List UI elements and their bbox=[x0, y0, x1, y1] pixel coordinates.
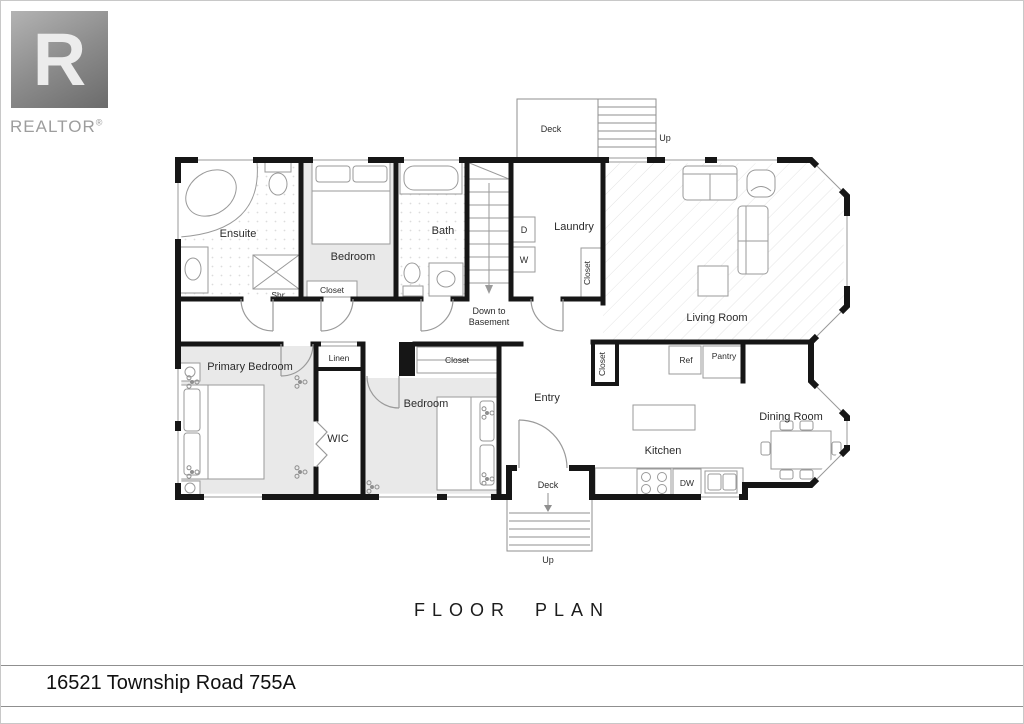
label-closet-laundry: Closet bbox=[582, 260, 592, 285]
bath-sink bbox=[428, 262, 464, 297]
bed-upper bbox=[311, 161, 391, 245]
label-ensuite: Ensuite bbox=[220, 228, 257, 240]
fridge-box bbox=[668, 345, 702, 375]
windows bbox=[174, 156, 851, 501]
label-washer: W bbox=[520, 255, 529, 265]
label-deck-lower: Deck bbox=[538, 480, 559, 490]
label-deck-upper: Deck bbox=[541, 124, 562, 134]
bed-primary bbox=[179, 362, 265, 497]
bath-toilet bbox=[402, 262, 424, 297]
property-address: 16521 Township Road 755A bbox=[46, 672, 296, 694]
label-bath: Bath bbox=[432, 225, 455, 237]
realtor-logo-letter: R bbox=[32, 17, 87, 101]
registered-mark: ® bbox=[95, 117, 104, 128]
label-living-room: Living Room bbox=[686, 312, 747, 324]
kitchen-counter bbox=[594, 467, 744, 496]
realtor-brand: REALTOR bbox=[10, 117, 96, 136]
living-room-floor bbox=[603, 162, 847, 340]
label-basement: Basement bbox=[469, 317, 510, 327]
divider-line-bottom bbox=[1, 706, 1023, 707]
label-entry: Entry bbox=[534, 392, 560, 404]
label-wic: WIC bbox=[327, 433, 348, 445]
divider-line-top bbox=[1, 665, 1023, 666]
bed-lower bbox=[436, 396, 498, 491]
ensuite-sink bbox=[179, 246, 209, 294]
closet-upper-bedroom bbox=[306, 280, 358, 298]
fixtures bbox=[179, 161, 842, 497]
interior-walls bbox=[175, 157, 814, 500]
wall-stub bbox=[399, 342, 415, 376]
kitchen-island bbox=[632, 404, 696, 431]
deck-arrow-icon bbox=[544, 505, 552, 512]
label-bedroom-lower: Bedroom bbox=[404, 398, 449, 410]
label-dining-room: Dining Room bbox=[759, 411, 823, 423]
label-closet-bedroom-lower: Closet bbox=[445, 355, 470, 365]
wic-bifold-door bbox=[315, 420, 328, 468]
closet-walls bbox=[314, 340, 619, 386]
dining-set bbox=[760, 420, 842, 480]
label-dryer: D bbox=[521, 225, 528, 235]
realtor-logo-text: REALTOR® bbox=[10, 117, 103, 137]
label-primary-bedroom: Primary Bedroom bbox=[207, 361, 293, 373]
label-laundry: Laundry bbox=[554, 221, 594, 233]
realtor-logo-mark: R bbox=[11, 11, 108, 108]
page-title: FLOOR PLAN bbox=[413, 600, 611, 620]
living-room-furniture bbox=[682, 165, 776, 297]
label-ref: Ref bbox=[679, 355, 693, 365]
door-swings bbox=[240, 298, 568, 469]
label-dw: DW bbox=[680, 478, 694, 488]
stairs-down-arrow-icon bbox=[485, 285, 493, 294]
label-pantry: Pantry bbox=[712, 351, 737, 361]
label-kitchen: Kitchen bbox=[645, 445, 682, 457]
label-linen: Linen bbox=[329, 353, 350, 363]
label-up-upper: Up bbox=[659, 133, 671, 143]
shower bbox=[252, 254, 300, 290]
dishwasher bbox=[672, 468, 702, 496]
lower-deck bbox=[506, 467, 593, 552]
label-shr: Shr bbox=[271, 290, 284, 300]
upper-deck bbox=[516, 98, 657, 159]
label-up-lower: Up bbox=[542, 555, 554, 565]
pantry-box bbox=[702, 345, 746, 379]
label-bedroom-upper: Bedroom bbox=[331, 251, 376, 263]
label-closet-entry: Closet bbox=[597, 351, 607, 376]
label-closet-bedroom-upper: Closet bbox=[320, 285, 345, 295]
corner-bathtub bbox=[179, 161, 258, 238]
label-down-to: Down to bbox=[472, 306, 505, 316]
room-labels: Ensuite Bedroom Bath Laundry D W Living … bbox=[207, 124, 823, 565]
basement-stairs bbox=[466, 161, 510, 294]
bathtub bbox=[399, 161, 463, 195]
